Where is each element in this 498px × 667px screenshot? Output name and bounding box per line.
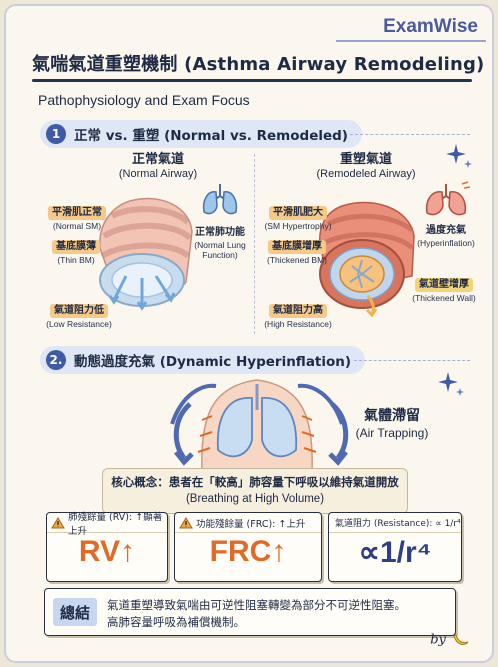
- frc-card-header: 功能殘餘量 (FRC): ↑上升: [175, 513, 321, 533]
- frc-card: 功能殘餘量 (FRC): ↑上升 FRC↑: [174, 512, 322, 582]
- core-concept-zh: 核心概念：患者在「較高」肺容量下呼吸以維持氣道開放: [111, 475, 399, 489]
- brand-logo: ExamWise: [383, 16, 478, 37]
- resistance-card: 氣道阻力 (Resistance): ∝ 1/r⁴ ∝1/r⁴: [328, 512, 462, 582]
- high-resistance-label-zh: 氣道阻力高: [269, 304, 327, 318]
- normal-sm-label: 平滑肌正常 (Normal SM): [44, 200, 110, 231]
- air-trapping-label-zh: 氣體滯留: [364, 408, 420, 424]
- warning-icon: [51, 516, 65, 528]
- low-resistance-label-en: (Low Resistance): [46, 319, 112, 329]
- thin-bm-label-zh: 基底膜薄: [52, 240, 100, 254]
- resistance-card-value: ∝1/r⁴: [358, 536, 432, 569]
- section-2-header: 2. 動態過度充氣 (Dynamic Hyperinflation): [40, 346, 366, 374]
- summary-line-2: 高肺容量呼吸為補償機制。: [107, 614, 245, 629]
- normal-airway-title-zh: 正常氣道: [131, 152, 184, 167]
- section-1-number: 1: [46, 124, 66, 144]
- hyperinflation-label-zh: 過度充氣: [426, 225, 466, 236]
- remodeled-airway-title-en: (Remodeled Airway): [316, 168, 416, 181]
- normal-airway-title: 正常氣道 (Normal Airway): [98, 152, 218, 182]
- thickened-bm-label-zh: 基底膜增厚: [268, 240, 326, 254]
- brand-underline: [336, 40, 486, 42]
- thickened-wall-label-zh: 氣道壁增厚: [415, 278, 473, 292]
- low-resistance-label: 氣道阻力低 (Low Resistance): [44, 298, 114, 329]
- thin-bm-label-en: (Thin BM): [57, 255, 95, 265]
- rv-card-header-text: 肺殘餘量 (RV): ↑顯著上升: [68, 511, 163, 537]
- resistance-card-header: 氣道阻力 (Resistance): ∝ 1/r⁴: [329, 513, 461, 533]
- normal-sm-label-zh: 平滑肌正常: [48, 206, 106, 220]
- frc-card-value: FRC↑: [209, 535, 287, 568]
- sparkle-icon-2: [438, 372, 464, 396]
- sparkle-icon: [446, 144, 472, 168]
- sm-hypertrophy-label: 平滑肌肥大 (SM Hypertrophy): [262, 200, 334, 231]
- page-title: 氣喘氣道重塑機制 (Asthma Airway Remodeling): [32, 54, 485, 75]
- page-subtitle: Pathophysiology and Exam Focus: [38, 92, 250, 108]
- thickened-wall-label: 氣道壁增厚 (Thickened Wall): [406, 272, 482, 303]
- summary-line-1: 氣道重塑導致氣喘由可逆性阻塞轉變為部分不可逆性阻塞。: [107, 598, 406, 612]
- normal-sm-label-en: (Normal SM): [52, 221, 102, 231]
- remodeled-airway-illustration: [318, 201, 415, 318]
- sm-hypertrophy-label-en: (SM Hypertrophy): [264, 221, 332, 231]
- section-1-rule: [350, 134, 470, 135]
- normal-lung-label-en: (Normal Lung Function): [194, 240, 246, 261]
- hyperinflated-lung-icon: [425, 181, 471, 216]
- thickened-bm-label: 基底膜增厚 (Thickened BM): [262, 234, 332, 265]
- normal-lung-function-label: 正常肺功能 (Normal Lung Function): [184, 220, 256, 261]
- signature-text: by: [430, 632, 446, 648]
- low-resistance-label-zh: 氣道阻力低: [50, 304, 108, 318]
- comparison-divider: [254, 154, 255, 334]
- thickened-bm-label-en: (Thickened BM): [267, 255, 327, 265]
- air-trapping-label-en: (Air Trapping): [355, 425, 429, 440]
- banana-icon: [453, 634, 469, 645]
- section-2-rule: [354, 360, 470, 361]
- section-2-title: 動態過度充氣 (Dynamic Hyperinflation): [74, 354, 352, 370]
- high-resistance-label-en: (High Resistance): [264, 319, 332, 329]
- resistance-card-header-text: 氣道阻力 (Resistance): ∝ 1/r⁴: [335, 519, 461, 529]
- title-underline: [32, 79, 472, 82]
- rv-card-value: RV↑: [78, 535, 136, 568]
- summary-text: 氣道重塑導致氣喘由可逆性阻塞轉變為部分不可逆性阻塞。 高肺容量呼吸為補償機制。: [107, 597, 406, 630]
- frc-card-header-text: 功能殘餘量 (FRC): ↑上升: [196, 518, 306, 530]
- hyperinflation-label: 過度充氣 (Hyperinflation): [410, 218, 482, 248]
- normal-airway-illustration: [99, 197, 193, 311]
- author-signature: by: [430, 632, 469, 648]
- normal-lung-icon: [202, 184, 238, 215]
- thin-bm-label: 基底膜薄 (Thin BM): [46, 234, 106, 265]
- rv-card: 肺殘餘量 (RV): ↑顯著上升 RV↑: [46, 512, 168, 582]
- warning-icon: [179, 516, 193, 528]
- core-concept-box: 核心概念：患者在「較高」肺容量下呼吸以維持氣道開放 (Breathing at …: [102, 468, 408, 514]
- remodeled-airway-title-zh: 重塑氣道: [339, 152, 392, 167]
- section-2-number: 2.: [46, 350, 66, 370]
- summary-box: 總結 氣道重塑導致氣喘由可逆性阻塞轉變為部分不可逆性阻塞。 高肺容量呼吸為補償機…: [44, 588, 456, 636]
- air-trapping-arrows: [173, 402, 349, 466]
- hyperinflation-label-en: (Hyperinflation): [417, 238, 475, 249]
- summary-badge: 總結: [53, 598, 97, 626]
- infographic-page: ExamWise 氣喘氣道重塑機制 (Asthma Airway Remodel…: [4, 4, 494, 663]
- rv-card-header: 肺殘餘量 (RV): ↑顯著上升: [47, 512, 167, 537]
- normal-airway-title-en: (Normal Airway): [118, 168, 198, 181]
- air-trapping-label: 氣體滯留 (Air Trapping): [342, 408, 442, 441]
- section-1-header: 1 正常 vs. 重塑 (Normal vs. Remodeled): [40, 120, 362, 148]
- normal-lung-label-zh: 正常肺功能: [195, 227, 245, 238]
- remodeled-airway-title: 重塑氣道 (Remodeled Airway): [306, 152, 426, 182]
- hyperinflated-chest-illustration: [170, 379, 344, 473]
- section-1-title: 正常 vs. 重塑 (Normal vs. Remodeled): [74, 128, 348, 144]
- thickened-wall-label-en: (Thickened Wall): [412, 293, 476, 303]
- sm-hypertrophy-label-zh: 平滑肌肥大: [269, 206, 327, 220]
- core-concept-en: (Breathing at High Volume): [185, 493, 325, 505]
- high-resistance-label: 氣道阻力高 (High Resistance): [262, 298, 334, 329]
